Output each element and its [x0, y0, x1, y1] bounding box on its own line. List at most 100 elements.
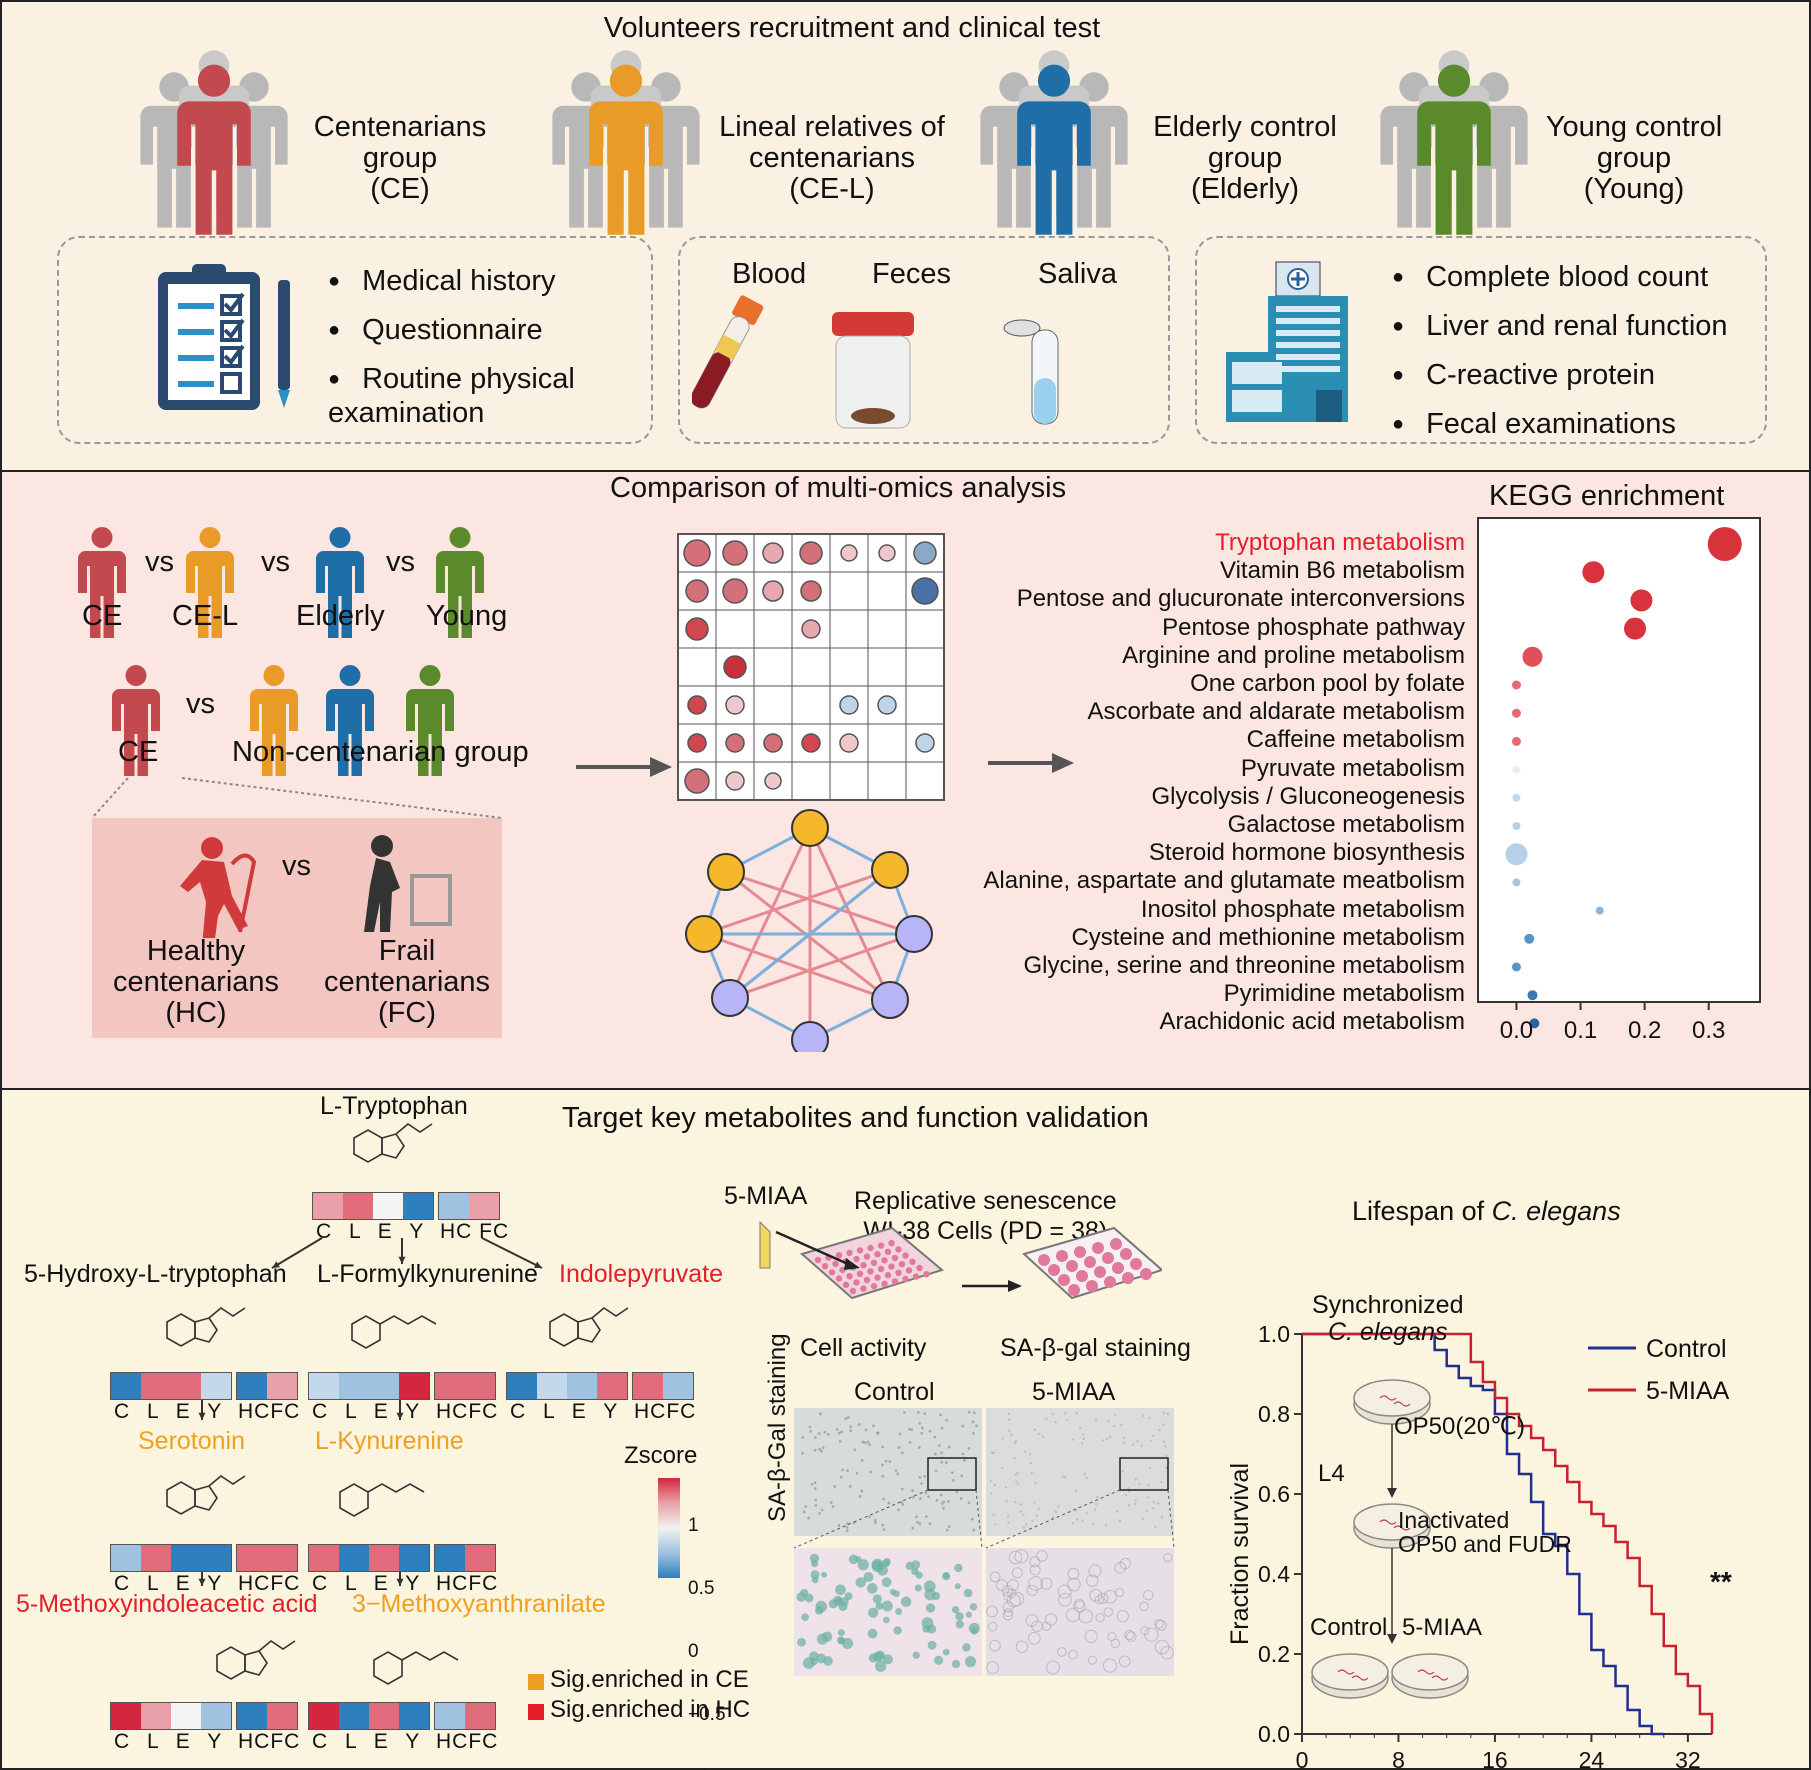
- cell: [1034, 1481, 1037, 1485]
- heatmap-cell: [633, 1373, 663, 1399]
- tests-list: Complete blood count Liver and renal fun…: [1392, 254, 1727, 450]
- cell: [1074, 1489, 1077, 1492]
- cell: [860, 1459, 864, 1462]
- y-tick-label: 0.6: [1258, 1481, 1290, 1507]
- well: [888, 1240, 895, 1247]
- ring: [353, 1129, 383, 1163]
- cell: [1151, 1506, 1155, 1510]
- heatmap-cell: [507, 1373, 537, 1399]
- stained-cell: [836, 1597, 843, 1604]
- cell: [987, 1621, 998, 1632]
- heatmap-cell: [343, 1193, 373, 1219]
- cell: [935, 1498, 939, 1502]
- well: [1086, 1280, 1098, 1292]
- cell: [1097, 1592, 1109, 1604]
- cell: [860, 1489, 864, 1493]
- cell: [986, 1661, 1000, 1674]
- heatmap-group-labels: HC FC: [440, 1220, 510, 1243]
- heatmap-cell: [313, 1193, 343, 1219]
- stained-cell: [882, 1654, 893, 1665]
- cell: [1120, 1423, 1123, 1427]
- cell: [887, 1501, 891, 1505]
- cell: [833, 1485, 837, 1488]
- kegg-dot: [1522, 646, 1543, 667]
- cell: [884, 1459, 888, 1463]
- sample-label-saliva: Saliva: [1038, 258, 1117, 290]
- group-label-ce: Centenarians group (CE): [313, 111, 487, 205]
- inactivated-label: Inactivated OP50 and FUDR: [1398, 1507, 1572, 1557]
- cell: [874, 1518, 877, 1522]
- group-label-elderly: Elderly control group (Elderly): [1153, 111, 1337, 205]
- cell: [934, 1452, 937, 1456]
- cell: [1028, 1452, 1032, 1456]
- cell: [1015, 1640, 1029, 1653]
- cell: [1056, 1647, 1067, 1657]
- well: [902, 1275, 909, 1283]
- tube-icon: [759, 1220, 771, 1269]
- chain: [367, 1483, 425, 1493]
- cell: [1033, 1501, 1036, 1504]
- stained-cell: [963, 1588, 973, 1598]
- cell: [1110, 1638, 1121, 1649]
- cell: [1058, 1592, 1072, 1607]
- pathway-arrow: [271, 1237, 323, 1269]
- cell: [1084, 1629, 1098, 1644]
- cell: [801, 1436, 805, 1439]
- zscore-ticks: 1 0.5 0 −0.5 −1: [688, 1473, 726, 1770]
- cell: [1148, 1416, 1151, 1419]
- arrow-head: [272, 1261, 280, 1268]
- history-item: Questionnaire: [328, 307, 575, 356]
- kegg-dot: [1582, 561, 1605, 584]
- heatmap-cell: [465, 1373, 495, 1399]
- cell: [1015, 1480, 1018, 1483]
- cell: [837, 1431, 841, 1435]
- cell: [869, 1470, 873, 1474]
- cell: [975, 1424, 978, 1428]
- cell: [1082, 1437, 1086, 1441]
- heatmap-cell: [201, 1703, 231, 1729]
- cell: [939, 1493, 943, 1497]
- heatmap-cell: [309, 1703, 339, 1729]
- heatmap-strip: [434, 1544, 496, 1572]
- network-node: [871, 851, 909, 889]
- heatmap-strip: [236, 1372, 298, 1400]
- cell: [916, 1520, 919, 1524]
- heatmap-strip: [434, 1372, 496, 1400]
- cell: [804, 1505, 808, 1508]
- cell: [1040, 1577, 1053, 1590]
- cell: [872, 1424, 875, 1428]
- kegg-pathway-label: Cysteine and methionine metabolism: [1071, 923, 1465, 951]
- well: [860, 1285, 867, 1292]
- chain: [208, 1307, 246, 1319]
- stained-cell: [837, 1636, 845, 1645]
- zscore-tick: 0.5: [688, 1578, 715, 1599]
- cell: [940, 1502, 944, 1506]
- kegg-pathway-label: Pyruvate metabolism: [1240, 754, 1465, 782]
- heatmap-cell: [399, 1703, 429, 1729]
- stained-cell: [855, 1577, 866, 1588]
- cell: [940, 1460, 944, 1464]
- indolepyruvate-structure: [549, 1307, 629, 1347]
- cell: [1141, 1517, 1145, 1520]
- cell: [914, 1515, 918, 1519]
- x-tick-label: 32: [1675, 1747, 1701, 1770]
- stained-cell: [814, 1606, 824, 1615]
- heatmap-cell: [339, 1703, 369, 1729]
- well: [846, 1249, 853, 1256]
- correlation-dot: [685, 579, 709, 603]
- cell: [986, 1605, 998, 1618]
- panel-title: Target key metabolites and function vali…: [562, 1102, 1149, 1134]
- stained-cell: [855, 1555, 862, 1563]
- cell: [945, 1418, 949, 1422]
- cell: [1001, 1466, 1004, 1470]
- cell: [873, 1521, 877, 1524]
- correlation-dot: [723, 655, 747, 679]
- history-box: [57, 236, 653, 444]
- cell: [972, 1411, 976, 1415]
- arrow-icon: [988, 753, 1074, 773]
- vs-label: vs: [282, 850, 311, 882]
- cell: [1102, 1658, 1118, 1673]
- kegg-dot: [1511, 708, 1521, 718]
- micrograph: [794, 1408, 982, 1536]
- heatmap-group-labels: C L E Y: [114, 1400, 223, 1423]
